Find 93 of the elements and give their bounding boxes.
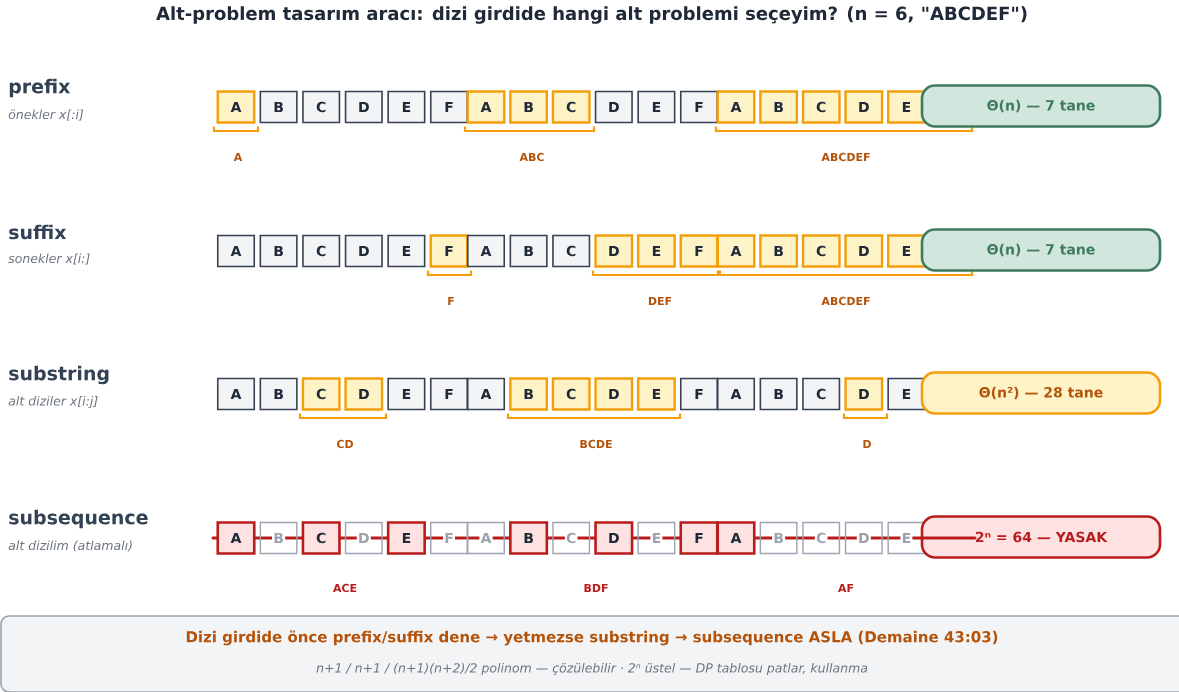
letter-cell: D bbox=[594, 377, 634, 411]
letter-cell: B bbox=[509, 90, 549, 124]
row-subtitle: sonekler x[i:] bbox=[8, 253, 90, 265]
letter-cell: F bbox=[430, 521, 468, 555]
letter-cell: B bbox=[759, 521, 798, 555]
letter-cell: E bbox=[636, 377, 676, 411]
result-pill: Θ(n²) — 28 tane bbox=[920, 371, 1162, 415]
letter-cell: A bbox=[716, 377, 756, 411]
result-pill: 2ⁿ = 64 — YASAK bbox=[920, 515, 1162, 559]
row-title: subsequence bbox=[9, 509, 148, 529]
letter-cell: D bbox=[844, 377, 884, 411]
bracket-label: A bbox=[233, 153, 243, 161]
letter-cell: A bbox=[466, 90, 506, 124]
letter-cell: C bbox=[552, 234, 591, 268]
bracket-label: BCDE bbox=[580, 439, 612, 449]
letter-cell: C bbox=[301, 377, 341, 411]
letter-cell: D bbox=[594, 234, 634, 268]
letter-cell: B bbox=[759, 90, 799, 124]
letter-cell: D bbox=[344, 90, 383, 124]
letter-cell: F bbox=[429, 377, 469, 411]
letter-cell: F bbox=[679, 90, 719, 124]
letter-cell: A bbox=[716, 521, 756, 555]
letter-cell: E bbox=[387, 234, 426, 268]
letter-cell: E bbox=[637, 521, 676, 555]
letter-cell: C bbox=[802, 521, 841, 555]
letter-cell: E bbox=[637, 90, 676, 124]
result-pill: Θ(n) — 7 tane bbox=[920, 84, 1162, 128]
bracket-label: DEF bbox=[648, 297, 672, 305]
row-subtitle: önekler x[:i] bbox=[8, 109, 84, 121]
letter-cell: D bbox=[844, 90, 884, 124]
row-title: prefix bbox=[9, 78, 71, 98]
bracket-label: D bbox=[863, 440, 871, 448]
letter-cell: B bbox=[259, 90, 298, 124]
letter-cell: E bbox=[387, 90, 426, 124]
letter-cell: A bbox=[216, 234, 256, 268]
bracket-label: ABC bbox=[519, 152, 544, 162]
bracket-label: BDF bbox=[584, 584, 608, 592]
bracket-label: ABCDEF bbox=[821, 152, 870, 162]
row-subtitle: alt diziler x[i:j] bbox=[8, 395, 98, 409]
row-title: suffix bbox=[9, 224, 67, 240]
letter-cell: E bbox=[887, 377, 926, 411]
title: Alt-problem tasarım aracı: dizi girdide hangi alt problemi seçeyim? (n = 6, "ABCDEF") bbox=[156, 6, 1027, 24]
bracket-label: CD bbox=[336, 439, 354, 449]
letter-cell: D bbox=[844, 521, 883, 555]
letter-cell: A bbox=[716, 90, 756, 124]
letter-cell: D bbox=[344, 234, 383, 268]
letter-cell: C bbox=[552, 521, 591, 555]
letter-cell: D bbox=[594, 90, 633, 124]
letter-cell: C bbox=[301, 521, 341, 555]
letter-cell: C bbox=[551, 90, 591, 124]
letter-cell: C bbox=[801, 90, 841, 124]
bracket-label: ABCDEF bbox=[821, 296, 870, 306]
bracket-label: F bbox=[448, 297, 454, 305]
letter-cell: B bbox=[509, 521, 549, 555]
row-subtitle: alt dizilim (atlamalı) bbox=[8, 540, 132, 552]
letter-cell: D bbox=[344, 521, 383, 555]
letter-cell: E bbox=[886, 234, 926, 268]
letter-cell: B bbox=[509, 234, 548, 268]
bracket-label: ACE bbox=[333, 583, 357, 593]
letter-cell: E bbox=[886, 90, 926, 124]
letter-cell: B bbox=[759, 377, 798, 411]
letter-cell: E bbox=[387, 377, 426, 411]
letter-cell: C bbox=[801, 234, 841, 268]
letter-cell: A bbox=[216, 90, 256, 124]
letter-cell: F bbox=[429, 234, 469, 268]
bracket-label: AF bbox=[838, 584, 854, 592]
letter-cell: B bbox=[259, 377, 298, 411]
letter-cell: B bbox=[509, 377, 549, 411]
letter-cell: C bbox=[551, 377, 591, 411]
letter-cell: B bbox=[759, 234, 799, 268]
row-title: substring bbox=[9, 365, 109, 385]
letter-cell: C bbox=[802, 377, 841, 411]
letter-cell: F bbox=[679, 377, 719, 411]
letter-cell: A bbox=[466, 377, 506, 411]
letter-cell: F bbox=[679, 521, 719, 555]
letter-cell: B bbox=[259, 234, 298, 268]
summary-box: Dizi girdide önce prefix/suffix dene → yetmezse substring → subsequence ASLA (Demaine 43:03) n+1 / n+1 / (n+1)(n+2)/2 polinom — çözülebilir · 2ⁿ üstel — DP tablosu patlar, kullanma bbox=[0, 615, 1179, 692]
letter-cell: E bbox=[386, 521, 426, 555]
letter-cell: D bbox=[594, 521, 634, 555]
letter-cell: C bbox=[302, 234, 341, 268]
letter-cell: C bbox=[302, 90, 341, 124]
letter-cell: F bbox=[679, 234, 719, 268]
letter-cell: D bbox=[844, 234, 884, 268]
letter-cell: A bbox=[467, 521, 505, 555]
letter-cell: E bbox=[636, 234, 676, 268]
letter-cell: A bbox=[716, 234, 756, 268]
letter-cell: A bbox=[466, 234, 506, 268]
letter-cell: A bbox=[216, 521, 256, 555]
letter-cell: F bbox=[429, 90, 469, 124]
letter-cell: A bbox=[216, 377, 256, 411]
letter-cell: B bbox=[259, 521, 298, 555]
letter-cell: D bbox=[344, 377, 384, 411]
result-pill: Θ(n) — 7 tane bbox=[920, 228, 1162, 272]
